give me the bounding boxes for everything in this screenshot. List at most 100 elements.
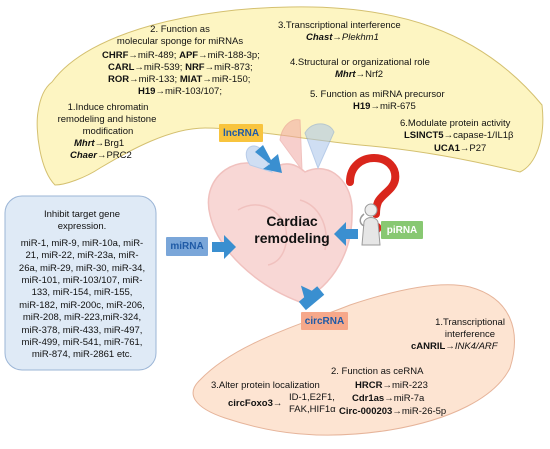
lnc-f1-item: Chaer→PRC2 (70, 150, 132, 162)
target-name: Plekhm1 (341, 32, 379, 43)
lnc-f1-item: Mhrt→Brg1 (74, 138, 124, 150)
target-name: PRC2 (106, 150, 132, 161)
mirna-list-line: 133, miR-154, miR-155, (31, 287, 133, 299)
arrow-icon: → (384, 393, 394, 404)
arrow-icon: → (392, 406, 402, 417)
gene-name: cANRIL (411, 341, 446, 352)
circ-f3-target-2: FAK,HIF1α (289, 404, 336, 415)
target-name: miR-103/107; (164, 86, 222, 97)
gene-name: Chaer (70, 150, 97, 161)
gene-name: UCA1 (434, 143, 460, 154)
lnc-f4-heading: 4.Structural or organizational role (290, 57, 430, 68)
gene-name: NRF (185, 62, 205, 73)
mirna-list-line: miR-208, miR-223,miR-324, (22, 312, 142, 324)
heart-illustration (207, 119, 353, 303)
mirna-list-line: 21, miR-22, miR-23a, miR- (25, 250, 139, 262)
gene-name: ROR (108, 74, 130, 85)
target-name: INK4/ARF (454, 341, 498, 352)
mirna-panel-text: Inhibit target gene expression. miR-1, m… (12, 209, 152, 362)
arrow-icon: → (155, 86, 165, 97)
lnc-f1-heading-1: 1.Induce chromatin (67, 102, 149, 113)
arrow-left-icon (334, 222, 358, 246)
arrow-icon: → (370, 101, 380, 112)
lnc-f3-heading: 3.Transcriptional interference (278, 20, 401, 31)
lnc-f2-row: ROR→miR-133; MIAT→miR-150; (108, 74, 250, 86)
lnc-f6-heading: 6.Modulate protein activity (400, 118, 511, 129)
arrow-icon: → (332, 32, 342, 43)
target-name: miR-223 (391, 380, 428, 391)
circ-f3-target-1: ID-1,E2F1, (289, 392, 335, 403)
gene-name: Mhrt (74, 138, 95, 149)
lncrna-label: lncRNA (219, 124, 263, 142)
arrow-icon: → (443, 130, 454, 141)
target-name: miR-188-3p; (207, 50, 260, 61)
target-name: miR-489; (137, 50, 177, 61)
arrow-icon: → (94, 138, 105, 149)
arrow-right-icon (212, 235, 236, 259)
circ-f3-heading: 3.Alter protein localization (211, 380, 320, 391)
circ-f2-item: Cdr1as→miR-7a (352, 393, 424, 405)
gene-name: CHRF (102, 50, 129, 61)
gene-name: HRCR (355, 380, 383, 391)
target-name: miR-675 (379, 101, 416, 112)
arrow-icon: → (96, 150, 107, 161)
circrna-panel-shape (192, 284, 515, 436)
circ-f1-item: cANRIL→INK4/ARF (411, 341, 498, 353)
mirna-panel-shape (4, 195, 157, 371)
target-name: capase-1/IL1β (453, 130, 514, 141)
lnc-f6-item: LSINCT5→capase-1/IL1β (404, 130, 514, 142)
target-name: Brg1 (104, 138, 125, 149)
arrow-icon: → (128, 50, 138, 61)
target-name: miR-7a (393, 393, 425, 404)
gene-name: Circ-000203 (339, 406, 393, 417)
target-name: miR-150; (211, 74, 251, 85)
circ-f1-heading-1: 1.Transcriptional (435, 317, 505, 328)
lnc-f2-row: CARL→miR-539; NRF→miR-873; (108, 62, 253, 74)
circrna-label: circRNA (301, 312, 348, 330)
mirna-list-line: miR-182, miR-200c, miR-206, (19, 299, 145, 311)
mirna-heading-2: expression. (57, 221, 107, 233)
mirna-list-line: miR-378, miR-433, miR-497, (21, 324, 143, 336)
mirna-list-line: miR-1, miR-9, miR-10a, miR- (20, 237, 144, 249)
arrow-icon: → (198, 50, 208, 61)
gene-name: Chast (306, 32, 333, 43)
center-title-line-1: Cardiac (266, 213, 318, 229)
lnc-f1-heading-2: remodeling and histone (57, 114, 157, 125)
target-name: Nrf2 (365, 69, 384, 80)
gene-name: H19 (138, 86, 156, 97)
gene-name: Mhrt (335, 69, 356, 80)
arrow-icon: → (459, 143, 470, 154)
mirna-list-line: miR-499, miR-541, miR-761, (21, 337, 143, 349)
gene-name: H19 (353, 101, 371, 112)
gene-name: Cdr1as (352, 393, 385, 404)
circ-f2-heading: 2. Function as ceRNA (331, 366, 424, 377)
target-name: miR-26-5p (401, 406, 447, 417)
arrow-up-icon (298, 285, 325, 311)
mirna-label: miRNA (166, 237, 208, 256)
arrow-icon: → (355, 69, 366, 80)
lnc-f2-heading-2: molecular sponge for miRNAs (116, 36, 244, 47)
target-name: miR-873; (214, 62, 253, 73)
pirna-label: piRNA (381, 221, 423, 239)
gene-name: LSINCT5 (404, 130, 444, 141)
circ-f3-item: circFoxo3→ (228, 398, 282, 410)
lnc-f2-heading-1: 2. Function as (150, 24, 210, 35)
lnc-f1-heading-3: modification (82, 126, 134, 137)
thinking-person-icon (359, 203, 381, 246)
arrow-down-right-icon (255, 145, 282, 173)
gene-name: APF (179, 50, 199, 61)
mirna-list-line: 26a, miR-29, miR-30, miR-34, (18, 262, 146, 274)
lnc-f2-row: H19→miR-103/107; (138, 86, 222, 98)
lnc-f4-item: Mhrt→Nrf2 (335, 69, 383, 81)
lncrna-panel-shape (36, 6, 544, 186)
arrow-icon: → (272, 398, 283, 409)
lnc-f6-item: UCA1→P27 (434, 143, 486, 155)
lnc-f5-heading: 5. Function as miRNA precursor (310, 89, 445, 100)
arrow-icon: → (202, 74, 212, 85)
arrow-icon: → (204, 62, 215, 73)
mirna-heading-1: Inhibit target gene (43, 209, 121, 220)
circ-f2-item: Circ-000203→miR-26-5p (339, 406, 446, 418)
gene-name: CARL (108, 62, 135, 73)
